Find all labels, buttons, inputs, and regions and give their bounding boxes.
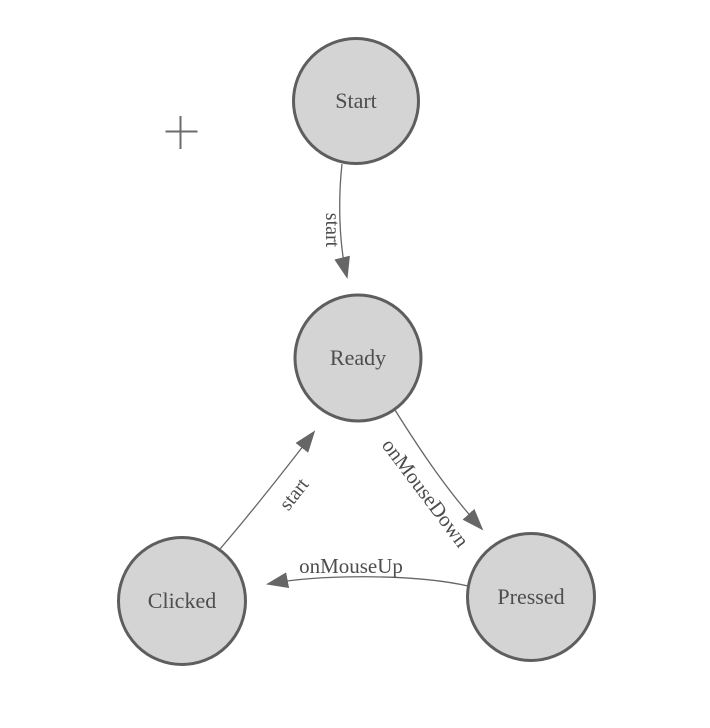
state-label: Ready xyxy=(330,345,386,370)
transition-label: onMouseUp xyxy=(299,554,403,578)
transition-path[interactable] xyxy=(394,409,484,531)
transition-label: onMouseDown xyxy=(377,434,474,552)
state-node-clicked[interactable]: Clicked xyxy=(117,536,247,666)
transition-clicked-to-ready[interactable]: start xyxy=(219,430,316,550)
state-node-start[interactable]: Start xyxy=(292,37,420,165)
transition-path[interactable] xyxy=(266,572,469,589)
state-node-ready[interactable]: Ready xyxy=(293,293,423,423)
state-circle[interactable] xyxy=(293,293,423,423)
crosshair-icon xyxy=(165,116,198,149)
transition-ready-to-pressed[interactable]: onMouseDown xyxy=(377,409,484,552)
transition-path[interactable] xyxy=(334,163,350,279)
transition-pressed-to-clicked[interactable]: onMouseUp xyxy=(266,554,469,589)
state-label: Start xyxy=(335,88,377,113)
state-label: Pressed xyxy=(497,584,564,609)
transition-start-to-ready[interactable]: start xyxy=(321,163,350,279)
transition-path[interactable] xyxy=(219,430,316,550)
transition-label: start xyxy=(275,474,314,515)
state-circle[interactable] xyxy=(292,37,420,165)
state-circle[interactable] xyxy=(466,532,596,662)
state-circle[interactable] xyxy=(117,536,247,666)
state-label: Clicked xyxy=(148,588,216,613)
state-node-pressed[interactable]: Pressed xyxy=(466,532,596,662)
transition-label: start xyxy=(321,213,343,248)
